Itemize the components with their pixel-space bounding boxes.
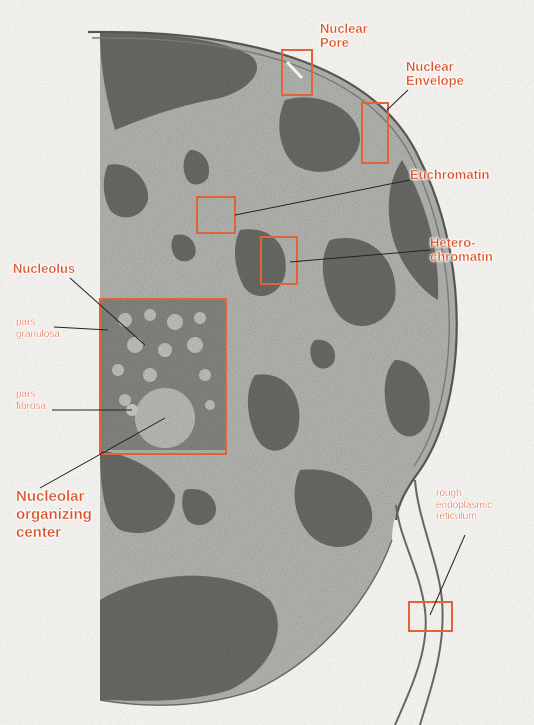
label-nuclear-pore: Nuclear Pore [320, 22, 368, 50]
label-nucleolus: Nucleolus [13, 262, 75, 276]
label-heterochromatin: Hetero- chromatin [430, 236, 493, 264]
label-pars-granulosa: pars granulosa [16, 317, 60, 340]
label-rough-endoplasmic-reticulum: rough endoplasmic reticulum [436, 488, 492, 523]
label-pars-fibrosa: pars fibrosa [16, 389, 46, 412]
label-euchromatin: Euchromatin [410, 168, 489, 182]
label-nucleolar-organizing-center: Nucleolar organizing center [16, 488, 92, 542]
label-nuclear-envelope: Nuclear Envelope [406, 60, 464, 88]
